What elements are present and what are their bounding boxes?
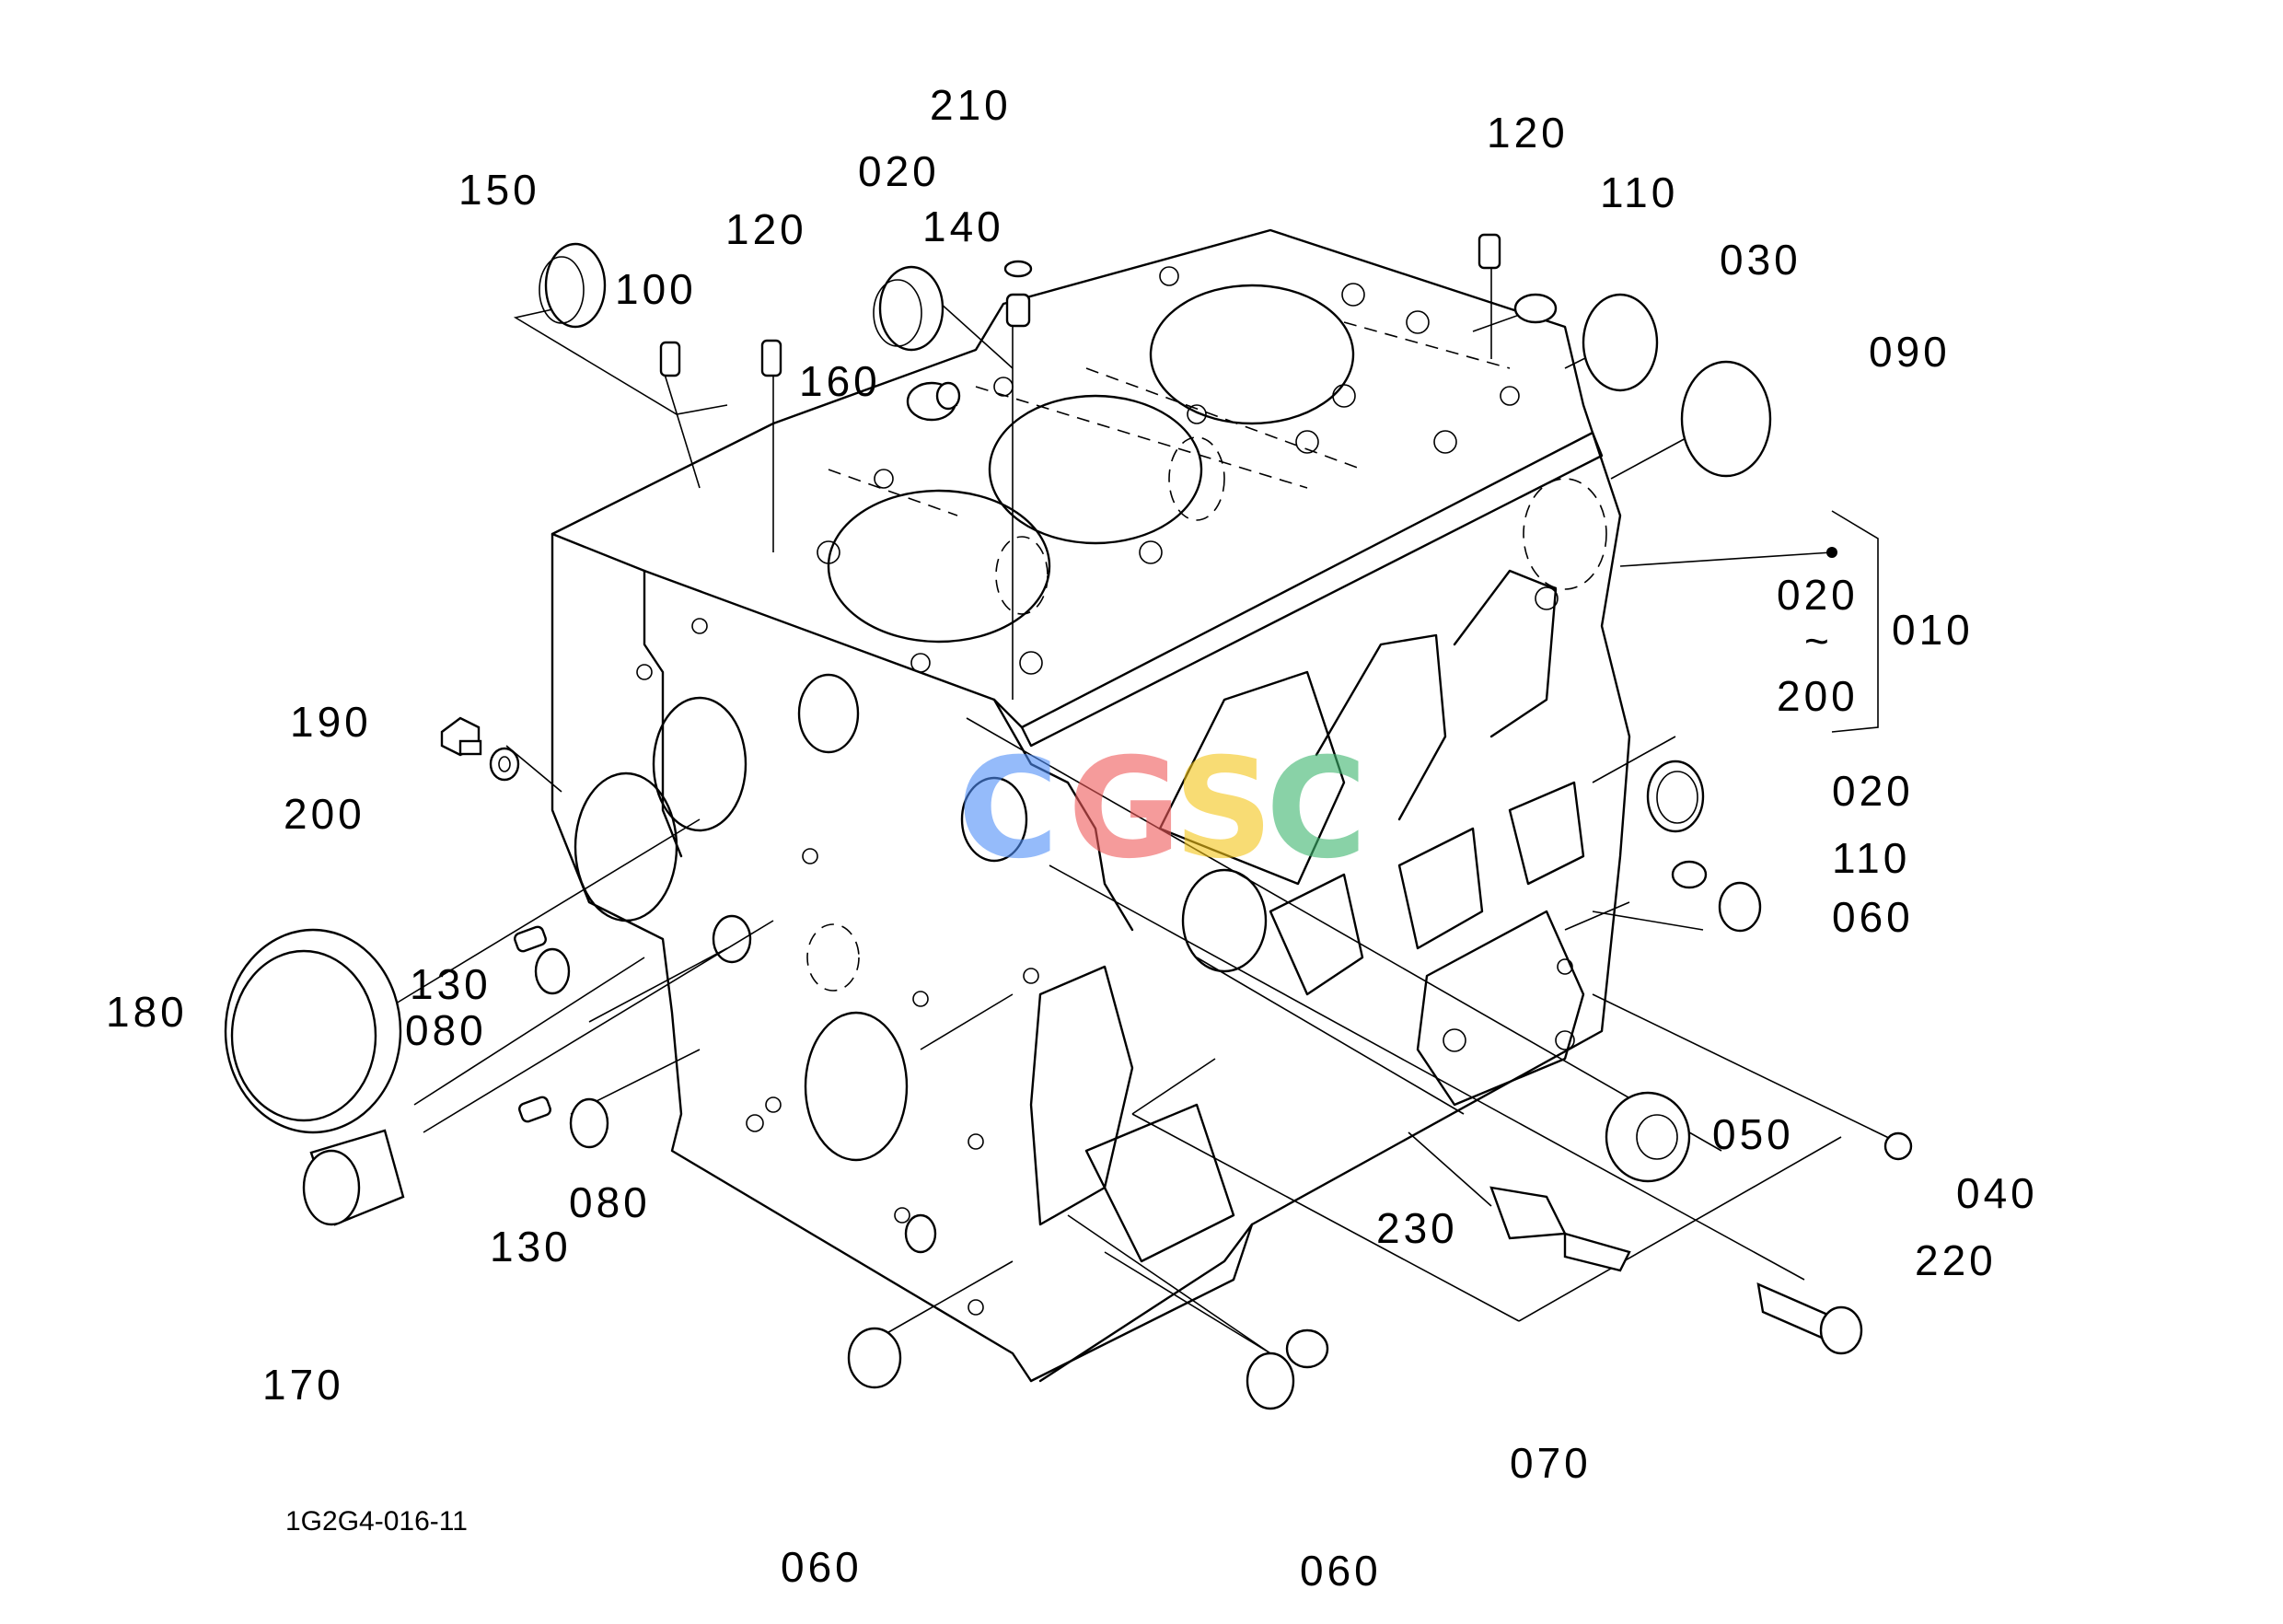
- callout-130-upper: 130: [410, 960, 492, 1008]
- part-150-plug: [539, 242, 607, 329]
- callout-090: 090: [1869, 328, 1951, 376]
- part-210-o-ring: [1003, 260, 1033, 278]
- part-020-plug-top: [873, 265, 944, 352]
- component-parts: [224, 233, 1913, 1410]
- part-040-plug: [1883, 1131, 1913, 1161]
- part-110-bush-top: [1513, 293, 1558, 324]
- callout-180: 180: [106, 988, 188, 1036]
- callout-120-left: 120: [725, 205, 807, 253]
- callout-230: 230: [1376, 1204, 1458, 1252]
- part-190-plug-bolt: [440, 716, 482, 757]
- callout-020-range-start: 020: [1777, 571, 1859, 619]
- part-170-plug: [302, 1129, 405, 1226]
- drawing-number: 1G2G4-016-11: [285, 1506, 468, 1537]
- watermark-letter-3: S: [1174, 729, 1273, 889]
- part-130-pin-lower: [518, 1096, 551, 1123]
- part-060-plug-bottom-right: [1246, 1351, 1295, 1410]
- callout-050: 050: [1712, 1110, 1794, 1158]
- watermark-letter-2: G: [1068, 729, 1181, 889]
- cgsc-watermark: C G S C: [957, 729, 1367, 889]
- part-100-dowel: [659, 341, 681, 377]
- callout-060-side: 060: [1832, 893, 1914, 941]
- part-070-plug: [1285, 1328, 1329, 1369]
- callout-range-tilde: ~: [1804, 617, 1833, 665]
- callout-060-bottom-right: 060: [1300, 1547, 1382, 1595]
- part-060-plug-side: [1718, 881, 1762, 933]
- part-160-fitting: [906, 381, 961, 422]
- callout-170: 170: [262, 1361, 344, 1409]
- part-180-oil-seal-ring: [224, 928, 402, 1134]
- callout-110-side: 110: [1832, 834, 1910, 882]
- part-080-plug-lower: [569, 1097, 609, 1149]
- callout-160: 160: [799, 357, 881, 405]
- part-080-plug-upper: [534, 947, 571, 995]
- leader-lines: [395, 258, 1897, 1354]
- part-020-plug-side: [1646, 760, 1705, 833]
- callout-020-side: 020: [1832, 767, 1914, 815]
- callout-100: 100: [615, 265, 697, 313]
- part-110-bush-side: [1671, 860, 1708, 889]
- callout-080-upper: 080: [405, 1006, 487, 1054]
- part-200-washer: [489, 747, 520, 782]
- callout-140: 140: [922, 203, 1004, 250]
- callout-060-bottom-left: 060: [781, 1543, 863, 1591]
- part-230-oil-pressure-switch: [1489, 1186, 1631, 1272]
- part-030-plug: [1582, 293, 1659, 392]
- cylinder-block: [550, 228, 1631, 1383]
- part-120-dowel-a: [760, 339, 782, 377]
- callout-030: 030: [1720, 236, 1802, 284]
- part-090-plug: [1680, 360, 1772, 478]
- assembly-010-bracket: [1826, 510, 1879, 733]
- part-140-sleeve: [1005, 293, 1031, 328]
- callout-070: 070: [1510, 1439, 1592, 1487]
- callout-210: 210: [930, 81, 1012, 129]
- callout-120-right: 120: [1487, 109, 1569, 157]
- part-220-plug: [1756, 1282, 1863, 1355]
- callout-200: 200: [284, 790, 365, 838]
- callout-200-range-end: 200: [1777, 672, 1859, 720]
- callout-labels: 150 100 120 020 210 140 160 120 110 030 …: [106, 81, 2038, 1595]
- callout-190: 190: [290, 698, 372, 746]
- part-060-plug-bottom-left: [847, 1327, 902, 1389]
- callout-220: 220: [1915, 1236, 1997, 1284]
- callout-040: 040: [1956, 1169, 2038, 1217]
- callout-020-top: 020: [858, 147, 940, 195]
- callout-080-lower: 080: [569, 1178, 651, 1226]
- part-130-pin-upper: [514, 925, 547, 953]
- watermark-letter-1: C: [957, 729, 1059, 889]
- part-050-plug: [1605, 1091, 1691, 1183]
- callout-150: 150: [458, 166, 540, 214]
- callout-130-lower: 130: [490, 1223, 572, 1270]
- part-120-dowel-b: [1478, 233, 1501, 270]
- callout-110-top: 110: [1600, 168, 1678, 216]
- watermark-letter-4: C: [1266, 729, 1367, 889]
- callout-010: 010: [1892, 606, 1974, 654]
